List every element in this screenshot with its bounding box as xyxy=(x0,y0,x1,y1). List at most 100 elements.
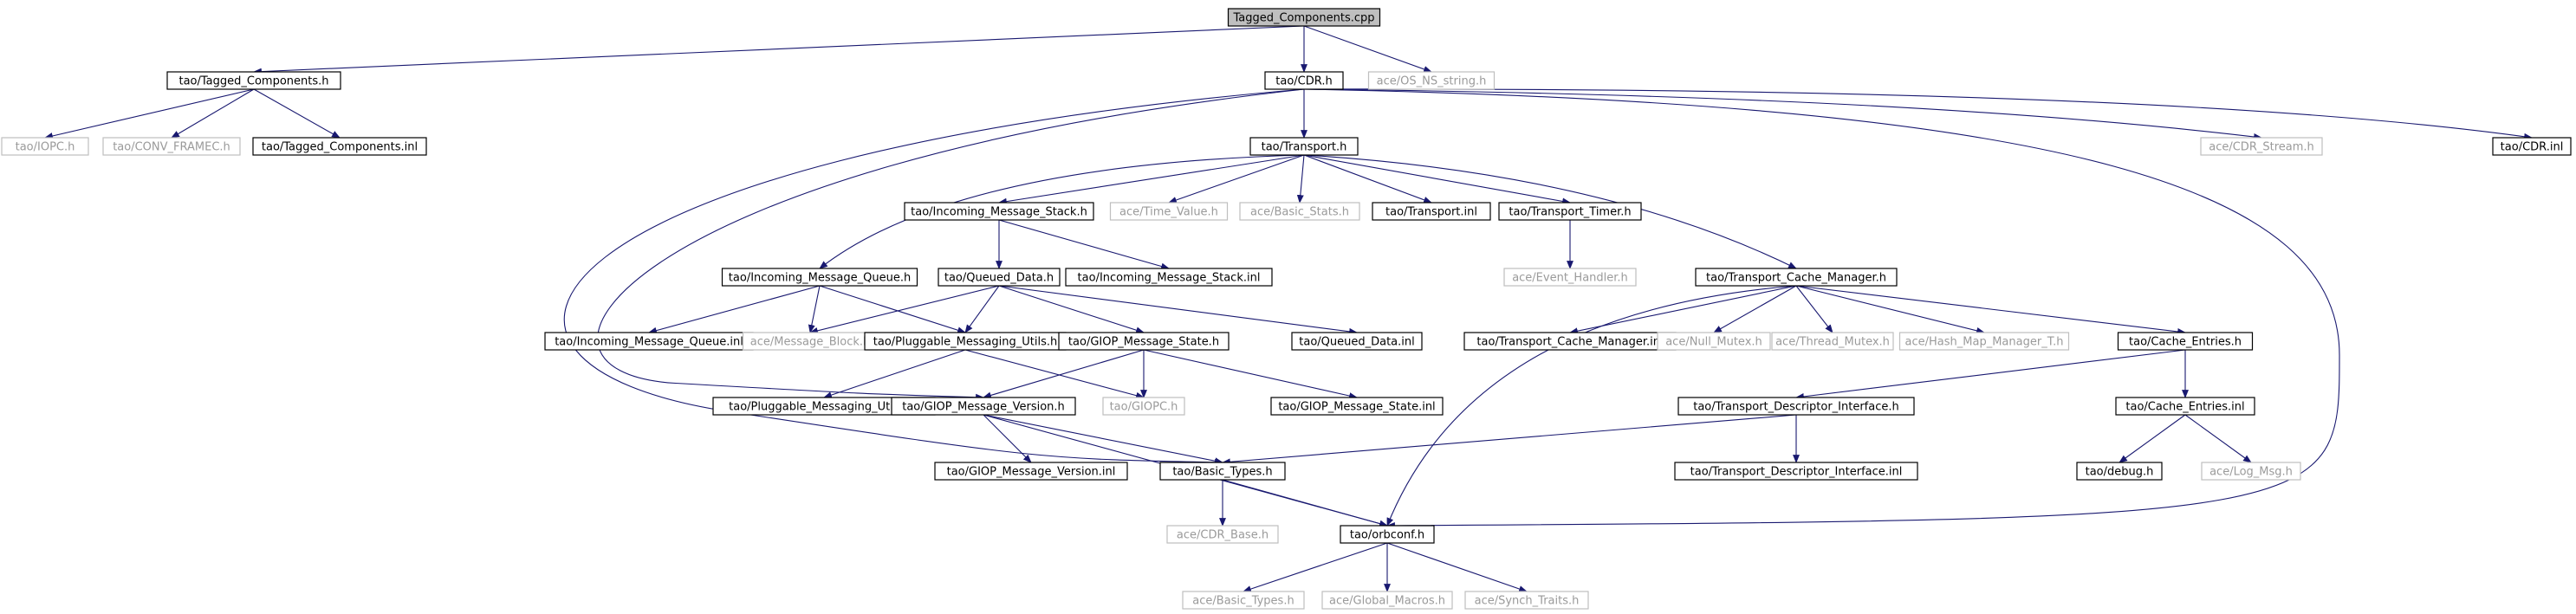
node-gms-h[interactable]: tao/GIOP_Message_State.h xyxy=(1058,332,1230,351)
node-imq-h[interactable]: tao/Incoming_Message_Queue.h xyxy=(721,268,918,287)
node-gmv-inl[interactable]: tao/GIOP_Message_Version.inl xyxy=(934,462,1128,481)
node-root[interactable]: Tagged_Components.cpp xyxy=(1227,8,1381,27)
edge-transport_h-to-transport_timer xyxy=(1303,154,1571,205)
node-thread-mutex: ace/Thread_Mutex.h xyxy=(1771,332,1894,351)
node-label: tao/GIOP_Message_Version.inl xyxy=(947,466,1116,479)
node-label: tao/GIOP_Message_Version.h xyxy=(902,401,1065,414)
edge-cache_entries_h-to-tdi_h xyxy=(1795,349,2186,400)
node-cdr-h[interactable]: tao/CDR.h xyxy=(1264,71,1344,90)
node-debug-h[interactable]: tao/debug.h xyxy=(2076,462,2163,481)
edge-gms_h-to-gmv_h xyxy=(983,349,1145,399)
node-pmu-h[interactable]: tao/Pluggable_Messaging_Utils.h xyxy=(864,332,1067,351)
node-label: tao/Transport_Descriptor_Interface.inl xyxy=(1690,466,1903,479)
node-ims-h[interactable]: tao/Incoming_Message_Stack.h xyxy=(904,202,1094,221)
edge-root-to-tc_h xyxy=(253,25,1305,75)
edge-tc_h-to-iopc xyxy=(44,88,255,139)
node-tc-inl[interactable]: tao/Tagged_Components.inl xyxy=(252,137,427,156)
node-giopc: tao/GIOPC.h xyxy=(1102,397,1185,416)
node-gmv-h[interactable]: tao/GIOP_Message_Version.h xyxy=(891,397,1076,416)
node-box xyxy=(166,71,341,90)
edge-transport_h-to-ims_h xyxy=(998,154,1305,205)
node-ims-inl[interactable]: tao/Incoming_Message_Stack.inl xyxy=(1065,268,1273,287)
edge-imq_h-to-pmu_h xyxy=(819,285,966,334)
edge-cache_entries_inl-to-log_msg xyxy=(2184,414,2252,463)
node-box xyxy=(934,462,1128,481)
node-label: tao/GIOP_Message_State.inl xyxy=(1278,401,1435,414)
edge-imq_h-to-message_block xyxy=(808,285,821,333)
node-label: tao/Transport_Descriptor_Interface.h xyxy=(1693,401,1899,414)
node-label: ace/Time_Value.h xyxy=(1119,206,1218,219)
node-label: tao/Incoming_Message_Queue.h xyxy=(729,272,911,285)
node-label: ace/CDR_Stream.h xyxy=(2209,141,2314,154)
node-imq-inl[interactable]: tao/Incoming_Message_Queue.inl xyxy=(544,332,754,351)
node-orbconf[interactable]: tao/orbconf.h xyxy=(1340,525,1435,544)
node-tcm-h[interactable]: tao/Transport_Cache_Manager.h xyxy=(1695,268,1898,287)
node-box xyxy=(891,397,1076,416)
node-tdi-h[interactable]: tao/Transport_Descriptor_Interface.h xyxy=(1677,397,1915,416)
node-box xyxy=(1677,397,1915,416)
edge-gmv_h-to-gmv_inl xyxy=(983,414,1032,463)
node-transport-inl[interactable]: tao/Transport.inl xyxy=(1372,202,1491,221)
node-cdr-base: ace/CDR_Base.h xyxy=(1166,525,1279,544)
edge-cache_entries_inl-to-debug_h xyxy=(2119,414,2186,463)
edge-transport_h-to-imq_h xyxy=(819,154,1305,269)
node-pmu-inl[interactable]: tao/Pluggable_Messaging_Utils.inl xyxy=(712,397,936,416)
node-conv-framec: tao/CONV_FRAMEC.h xyxy=(102,137,241,156)
node-box xyxy=(1498,202,1642,221)
node-box xyxy=(1321,591,1453,610)
node-label: ace/CDR_Base.h xyxy=(1177,529,1269,542)
node-label: ace/Thread_Mutex.h xyxy=(1775,336,1890,349)
node-label: tao/IOPC.h xyxy=(16,141,75,154)
node-box xyxy=(1771,332,1894,351)
node-box xyxy=(1166,525,1279,544)
node-box xyxy=(721,268,918,287)
node-box xyxy=(2076,462,2163,481)
edge-tc_h-to-conv_framec xyxy=(171,88,255,139)
node-label: tao/Pluggable_Messaging_Utils.h xyxy=(873,336,1057,349)
node-label: ace/Basic_Stats.h xyxy=(1250,206,1349,219)
edge-tcm_h-to-tcm_inl xyxy=(1569,285,1797,335)
node-tc-h[interactable]: tao/Tagged_Components.h xyxy=(166,71,341,90)
node-cdr-inl[interactable]: tao/CDR.inl xyxy=(2492,137,2572,156)
node-label: tao/Transport.h xyxy=(1262,141,1347,154)
node-label: tao/Transport_Timer.h xyxy=(1509,206,1631,219)
node-label: tao/Queued_Data.inl xyxy=(1299,336,1415,349)
node-label: tao/Tagged_Components.h xyxy=(178,75,328,88)
node-label: tao/Basic_Types.h xyxy=(1172,466,1272,479)
node-tdi-inl[interactable]: tao/Transport_Descriptor_Interface.inl xyxy=(1674,462,1918,481)
edge-tdi_h-to-basic_types_tao xyxy=(1222,414,1797,466)
node-box xyxy=(1340,525,1435,544)
node-box xyxy=(2115,397,2255,416)
edge-transport_h-to-time_value xyxy=(1168,154,1305,204)
node-box xyxy=(1065,268,1273,287)
node-cache-entries-h[interactable]: tao/Cache_Entries.h xyxy=(2117,332,2254,351)
node-queued-data-h[interactable]: tao/Queued_Data.h xyxy=(938,268,1061,287)
edge-transport_h-to-tcm_h xyxy=(1303,154,1797,269)
node-message-block: ace/Message_Block.h xyxy=(742,332,879,351)
node-box xyxy=(2117,332,2254,351)
node-gms-inl[interactable]: tao/GIOP_Message_State.inl xyxy=(1270,397,1444,416)
node-transport-h[interactable]: tao/Transport.h xyxy=(1249,137,1359,156)
node-tcm-inl[interactable]: tao/Transport_Cache_Manager.inl xyxy=(1463,332,1677,351)
node-box xyxy=(1367,71,1496,90)
edge-pmu_h-to-giopc xyxy=(964,349,1145,399)
node-basic-types-tao[interactable]: tao/Basic_Types.h xyxy=(1159,462,1286,481)
node-transport-timer[interactable]: tao/Transport_Timer.h xyxy=(1498,202,1642,221)
node-cache-entries-inl[interactable]: tao/Cache_Entries.inl xyxy=(2115,397,2255,416)
node-label: tao/Transport.inl xyxy=(1385,206,1477,219)
node-label: tao/debug.h xyxy=(2086,466,2154,479)
node-label: tao/Incoming_Message_Stack.h xyxy=(911,206,1087,219)
node-null-mutex: ace/Null_Mutex.h xyxy=(1657,332,1771,351)
node-box xyxy=(1674,462,1918,481)
node-box xyxy=(904,202,1094,221)
node-box xyxy=(102,137,241,156)
node-label: tao/Tagged_Components.inl xyxy=(262,141,418,154)
node-box xyxy=(1657,332,1771,351)
edge-imq_h-to-imq_inl xyxy=(648,285,821,334)
node-queued-data-inl[interactable]: tao/Queued_Data.inl xyxy=(1291,332,1423,351)
node-label: Tagged_Components.cpp xyxy=(1232,12,1374,25)
edge-ims_h-to-ims_inl xyxy=(998,219,1170,270)
node-global-macros: ace/Global_Macros.h xyxy=(1321,591,1453,610)
edge-orbconf-to-synch_traits xyxy=(1386,542,1528,592)
edge-tcm_h-to-hash_map xyxy=(1795,285,1985,334)
